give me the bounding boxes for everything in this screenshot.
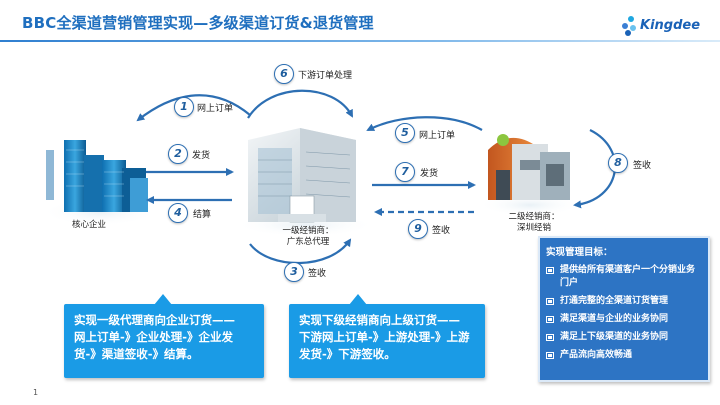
core-enterprise-icon <box>42 140 158 226</box>
callout-agent-head: 实现一级代理商向企业订货—— <box>74 313 235 327</box>
checkbox-icon <box>546 298 554 305</box>
management-goals-panel: 实现管理目标： 提供给所有渠道客户一个分销业务门户 打通完整的全渠道订货管理 满… <box>538 236 710 382</box>
agent-label-line2: 广东总代理 <box>286 237 330 247</box>
logo-mark-icon <box>622 16 640 36</box>
callout-subdealer-ordering: 实现下级经销商向上级订货—— 下游网上订单-》上游处理-》上游发货-》下游签收。 <box>289 294 485 378</box>
core-enterprise-label: 核心企业 <box>72 220 107 230</box>
goal-item: 打通完整的全渠道订货管理 <box>546 295 702 308</box>
callout-agent-ordering: 实现一级代理商向企业订货—— 网上订单-》企业处理-》企业发货-》渠道签收-》结… <box>64 294 264 378</box>
step-badge-7: 7 <box>395 162 415 182</box>
callout-agent-body: 网上订单-》企业处理-》企业发货-》渠道签收-》结算。 <box>74 330 234 361</box>
checkbox-icon <box>546 334 554 341</box>
goals-title: 实现管理目标： <box>546 247 613 258</box>
agent-building-icon <box>235 128 375 237</box>
sub-dealer-label: 二级经销商： 深圳经销 <box>504 212 564 234</box>
goal-text: 满足上下级渠道的业务协同 <box>560 332 669 342</box>
callout-pointer <box>154 294 172 305</box>
step-label-3: 签收 <box>308 269 327 279</box>
step-badge-8: 8 <box>608 153 628 173</box>
page-title: BBC全渠道营销管理实现—多级渠道订货&退货管理 <box>22 14 374 32</box>
goal-item: 满足渠道与企业的业务协同 <box>546 313 702 326</box>
goal-text: 打通完整的全渠道订货管理 <box>560 296 669 306</box>
step-label-5: 网上订单 <box>419 131 456 141</box>
callout-subdealer-body: 下游网上订单-》上游处理-》上游发货-》下游签收。 <box>299 330 470 361</box>
kingdee-logo: Kingdee <box>622 14 702 40</box>
arrow-step-6 <box>247 89 353 119</box>
page-number: 1 <box>33 388 39 397</box>
step-label-4: 结算 <box>193 210 212 220</box>
logo-text: Kingdee <box>640 18 701 33</box>
goal-text: 满足渠道与企业的业务协同 <box>560 314 669 324</box>
step-label-2: 发货 <box>192 151 211 161</box>
goal-item: 满足上下级渠道的业务协同 <box>546 331 702 344</box>
step-label-9: 签收 <box>432 226 451 236</box>
step-badge-5: 5 <box>395 123 415 143</box>
checkbox-icon <box>546 316 554 323</box>
title-divider <box>0 40 720 42</box>
step-label-8: 签收 <box>633 161 652 171</box>
step-label-1: 网上订单 <box>197 104 234 114</box>
sub-dealer-label-line2: 深圳经销 <box>516 223 551 233</box>
callout-subdealer-head: 实现下级经销商向上级订货—— <box>299 313 460 327</box>
checkbox-icon <box>546 267 554 274</box>
step-badge-2: 2 <box>168 144 188 164</box>
callout-pointer <box>349 294 367 305</box>
step-label-6: 下游订单处理 <box>298 71 353 81</box>
sub-dealer-shop-icon <box>478 134 582 216</box>
goal-item: 产品流向高效畅通 <box>546 349 702 362</box>
checkbox-icon <box>546 352 554 359</box>
step-badge-3: 3 <box>284 262 304 282</box>
arrow-step-8 <box>573 129 617 209</box>
arrow-step-1 <box>136 94 251 122</box>
step-badge-1: 1 <box>174 97 194 117</box>
goal-item: 提供给所有渠道客户一个分销业务门户 <box>546 264 702 290</box>
goal-text: 产品流向高效畅通 <box>560 350 633 360</box>
step-badge-6: 6 <box>274 64 294 84</box>
arrow-step-5 <box>366 116 483 131</box>
step-label-7: 发货 <box>420 169 439 179</box>
agent-label: 一级经销商： 广东总代理 <box>278 226 338 248</box>
sub-dealer-label-line1: 二级经销商： <box>508 212 560 222</box>
goal-text: 提供给所有渠道客户一个分销业务门户 <box>560 265 696 288</box>
agent-label-line1: 一级经销商： <box>282 226 334 236</box>
step-badge-4: 4 <box>168 203 188 223</box>
step-badge-9: 9 <box>408 219 428 239</box>
